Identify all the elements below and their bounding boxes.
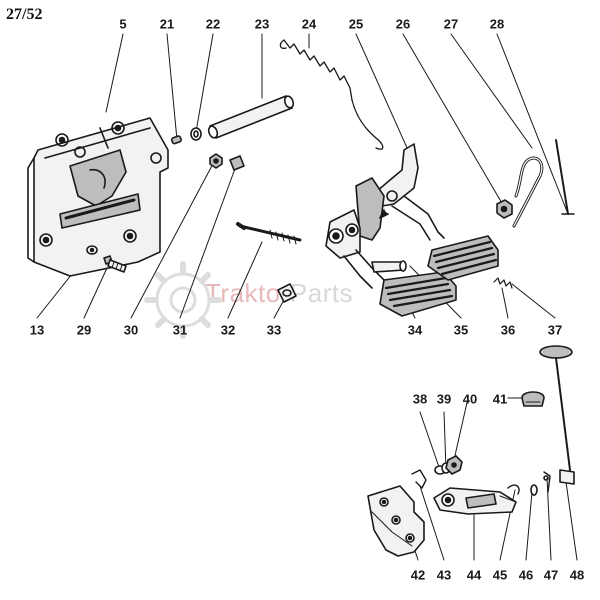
callout-44: 44 <box>466 567 482 583</box>
part-32-threaded-rod <box>236 222 302 245</box>
part-46-washer <box>530 484 538 496</box>
callout-27: 27 <box>443 16 459 32</box>
page-reference: 27/52 <box>6 6 43 23</box>
callout-31: 31 <box>172 322 188 338</box>
callout-45: 45 <box>492 567 508 583</box>
callout-21: 21 <box>159 16 175 32</box>
part-47-cotter-pin <box>543 471 551 493</box>
callout-30: 30 <box>123 322 139 338</box>
leader-lines <box>36 33 578 561</box>
callout-13: 13 <box>29 322 45 338</box>
part-24-spring <box>279 39 384 150</box>
part-30-nut <box>209 153 223 169</box>
part-41-cap-nut <box>521 391 545 407</box>
watermark-part-b: Parts <box>289 278 354 308</box>
callout-28: 28 <box>489 16 505 32</box>
part-48-control-rod <box>539 345 575 485</box>
callout-32: 32 <box>220 322 236 338</box>
part-40-nut <box>445 455 463 475</box>
callout-36: 36 <box>500 322 516 338</box>
part-34-pedal-pad-rear <box>427 235 499 281</box>
part-29-bolt <box>103 255 127 273</box>
callout-46: 46 <box>518 567 534 583</box>
part-45-spring-clip <box>507 484 520 495</box>
watermark-part-a: Traktor <box>205 278 290 308</box>
part-34-pedal-pad-front <box>379 271 457 317</box>
callout-35: 35 <box>453 322 469 338</box>
callout-5: 5 <box>119 16 127 32</box>
part-33-bushing <box>277 283 297 303</box>
part-26-nut <box>496 199 513 219</box>
callout-26: 26 <box>395 16 411 32</box>
callout-25: 25 <box>348 16 364 32</box>
callout-37: 37 <box>547 322 563 338</box>
callout-42: 42 <box>410 567 426 583</box>
part-13-washer <box>86 245 98 255</box>
part-5-bracket-plate <box>27 117 169 277</box>
watermark-gear-icon <box>144 261 222 339</box>
part-22-ring <box>190 127 202 141</box>
callout-41: 41 <box>492 391 508 407</box>
part-44-lever <box>433 487 517 515</box>
callout-38: 38 <box>412 391 428 407</box>
callout-34: 34 <box>407 322 423 338</box>
part-28-pin <box>555 139 575 215</box>
callout-23: 23 <box>254 16 270 32</box>
part-31-screw <box>229 155 245 171</box>
callout-39: 39 <box>436 391 452 407</box>
callout-33: 33 <box>266 322 282 338</box>
part-36-small-spring <box>493 277 513 289</box>
callout-29: 29 <box>76 322 92 338</box>
part-42-plate <box>367 485 425 557</box>
callout-47: 47 <box>543 567 559 583</box>
part-43-clip <box>411 469 427 489</box>
callout-40: 40 <box>462 391 478 407</box>
part-35-shaft <box>371 260 407 273</box>
part-21-pin <box>170 135 182 145</box>
callout-22: 22 <box>205 16 221 32</box>
callout-48: 48 <box>569 567 585 583</box>
callout-24: 24 <box>301 16 317 32</box>
part-27-hook-rod <box>512 156 544 228</box>
watermark: TraktorParts <box>205 278 353 309</box>
part-25-lever-assembly <box>325 143 445 289</box>
callout-43: 43 <box>436 567 452 583</box>
part-23-shaft <box>207 95 295 139</box>
